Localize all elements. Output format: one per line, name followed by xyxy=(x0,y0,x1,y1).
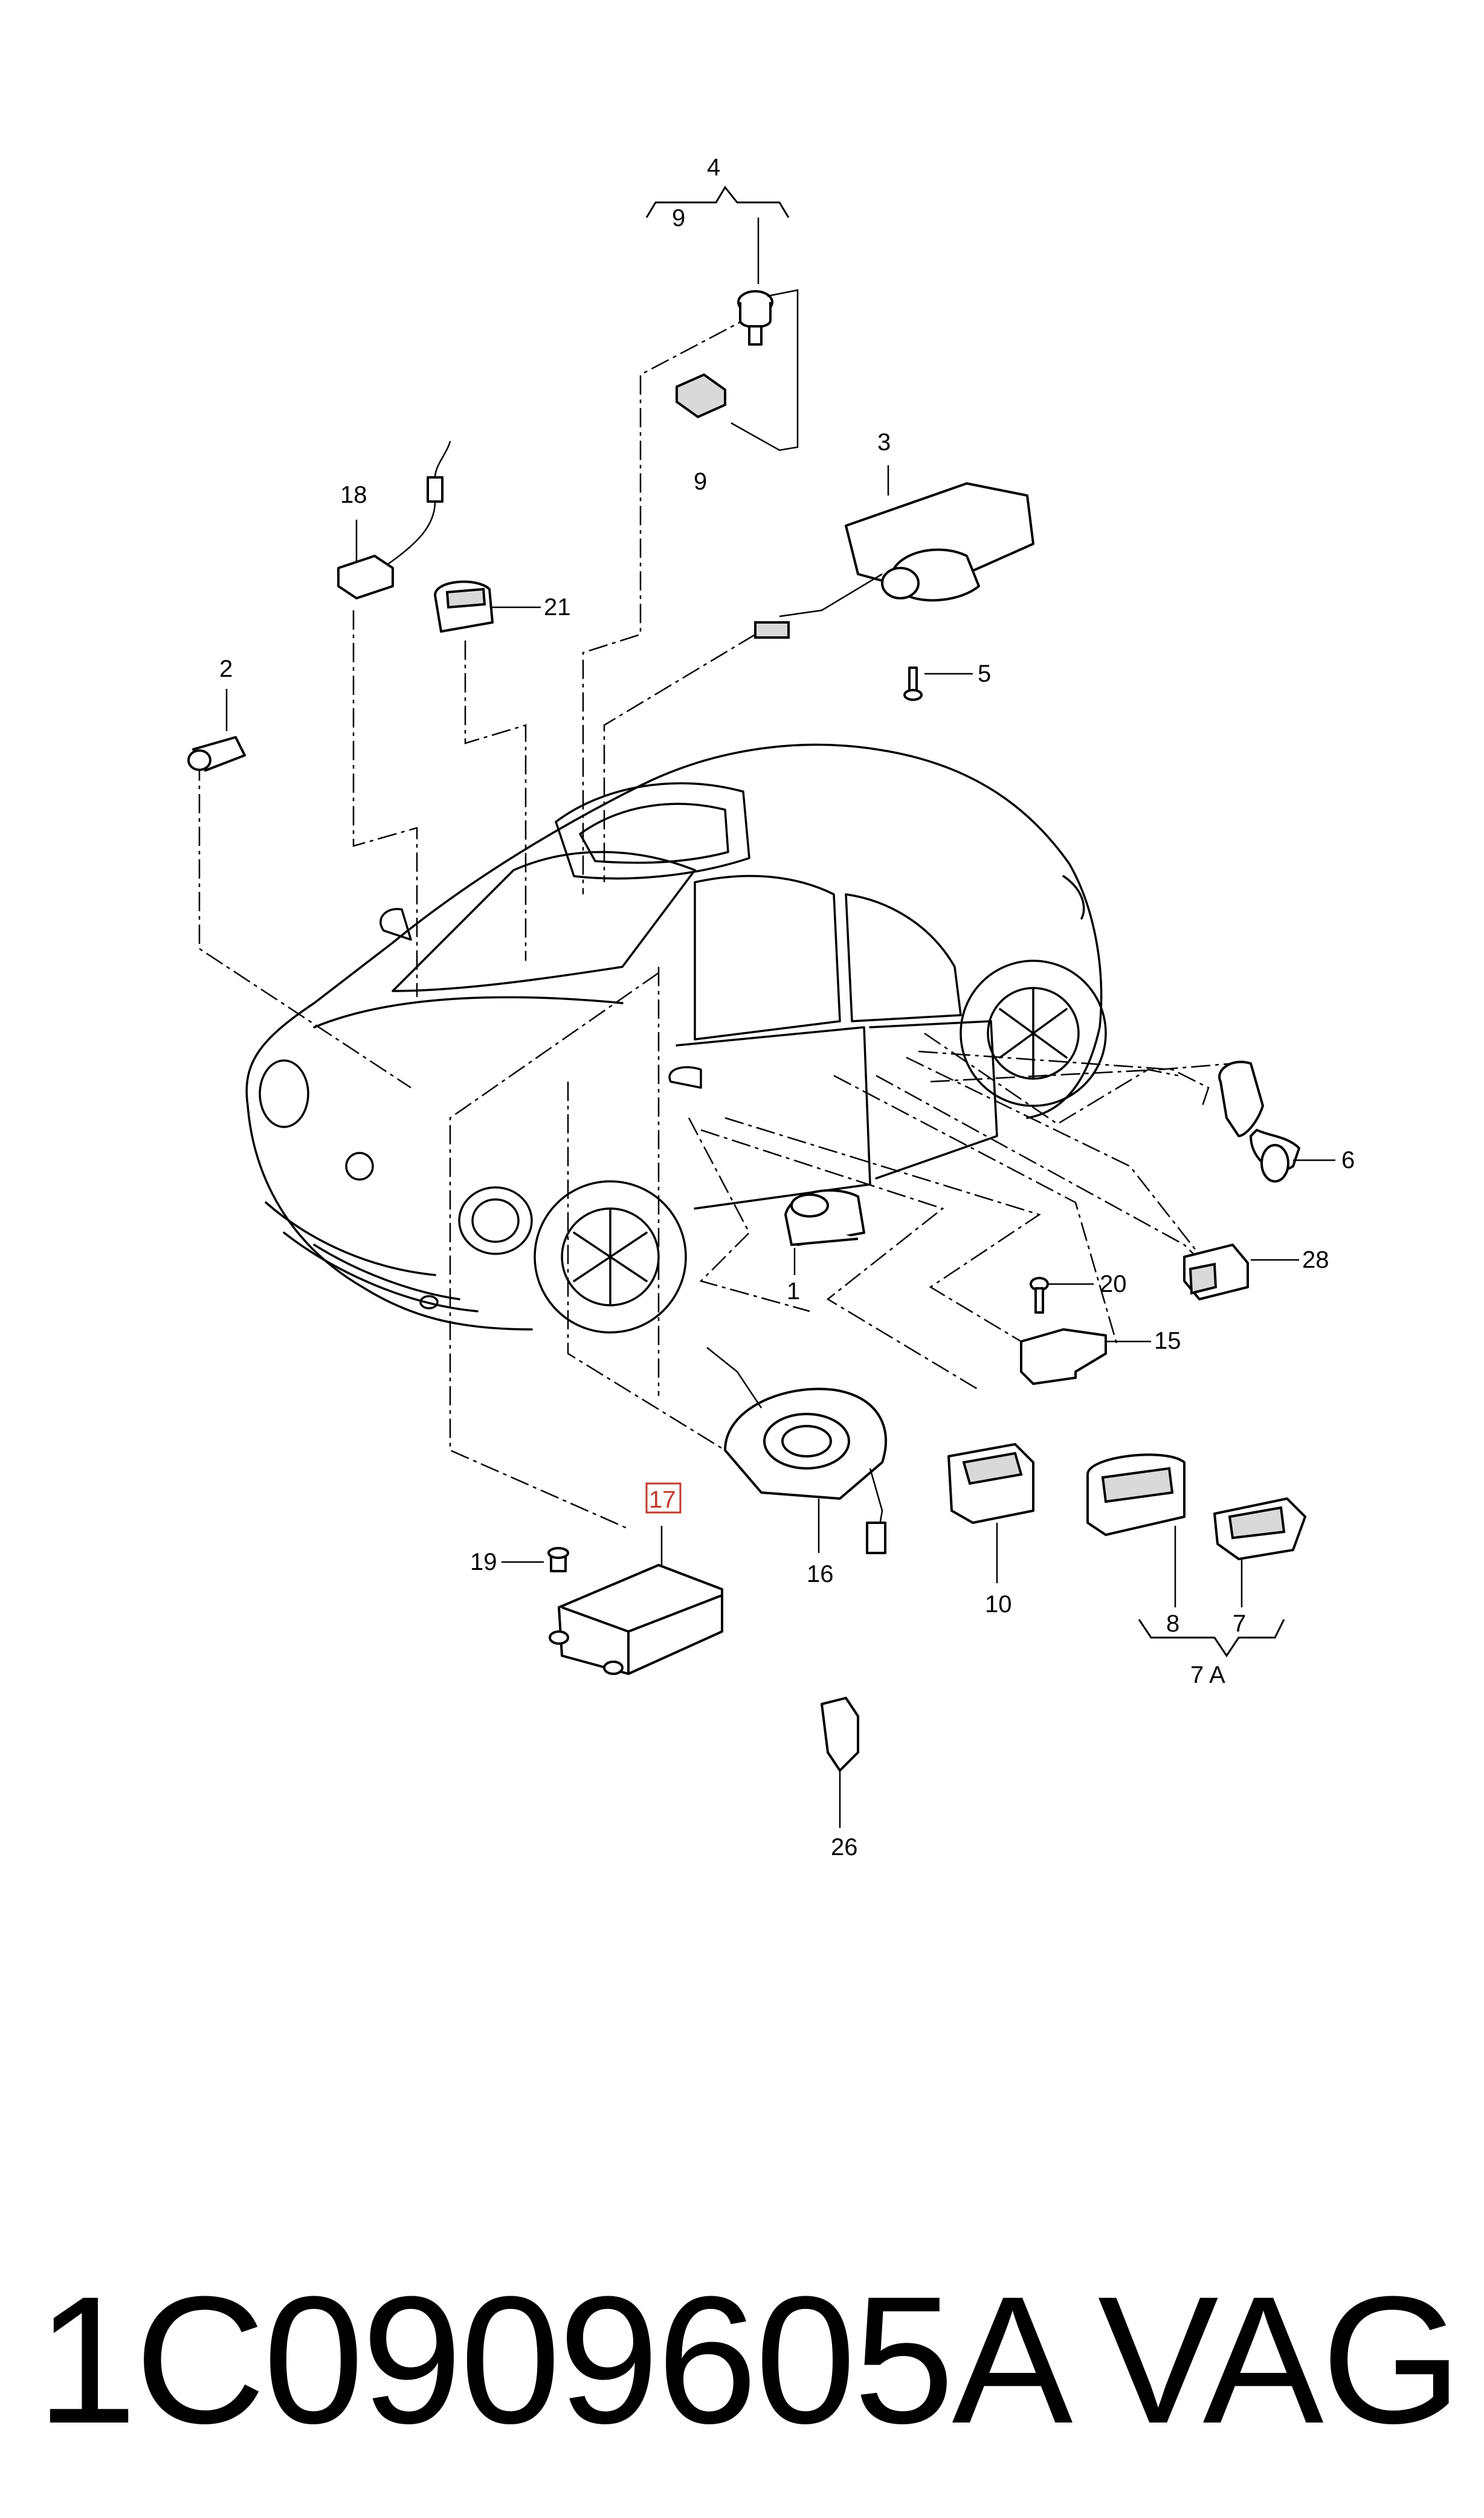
callout-26: 26 xyxy=(831,1834,858,1861)
bracket-4 xyxy=(645,186,790,218)
part-21-switch xyxy=(434,580,541,633)
callout-1: 1 xyxy=(787,1278,800,1305)
callout-15: 15 xyxy=(1154,1328,1181,1354)
part-5-screw xyxy=(903,667,973,701)
part-4-sensor xyxy=(731,218,799,451)
callout-28: 28 xyxy=(1302,1247,1329,1273)
callout-3: 3 xyxy=(877,429,891,456)
callout-21: 21 xyxy=(544,594,571,621)
part-19-nut xyxy=(502,1547,569,1572)
part-18-connector xyxy=(337,441,451,599)
callout-9-top: 9 xyxy=(672,205,685,231)
callout-9: 9 xyxy=(694,468,707,495)
bracket-7a xyxy=(1138,1619,1285,1658)
part-20-screw xyxy=(1030,1277,1094,1314)
callout-5: 5 xyxy=(978,660,991,687)
callout-7: 7 xyxy=(1233,1610,1246,1637)
callout-20: 20 xyxy=(1100,1271,1127,1297)
callout-10: 10 xyxy=(985,1591,1012,1618)
part-16-clockspring xyxy=(706,1347,888,1554)
highlight-box-17 xyxy=(645,1482,682,1514)
part-3-motor xyxy=(754,465,1034,639)
part-7-switch xyxy=(1213,1497,1306,1607)
part-15-bracket xyxy=(1020,1328,1151,1385)
part-8-switch xyxy=(1086,1453,1186,1607)
part-10-switch xyxy=(947,1443,1034,1583)
caption-row: 1C0909605A VAG xyxy=(36,2258,1462,2461)
callout-4: 4 xyxy=(707,154,720,181)
callout-18: 18 xyxy=(340,482,367,508)
part-9-pad xyxy=(676,373,726,419)
callout-7a: 7 A xyxy=(1190,1662,1225,1688)
part-26-clip xyxy=(821,1697,859,1828)
callout-6: 6 xyxy=(1341,1147,1355,1173)
callout-17: 17 xyxy=(649,1487,676,1513)
part-1-switch xyxy=(784,1189,865,1275)
part-28-socket xyxy=(1183,1244,1299,1300)
callout-labels: 4 9 9 3 18 21 5 2 6 28 20 15 1 17 19 16 … xyxy=(219,154,1355,1861)
callout-8: 8 xyxy=(1166,1610,1179,1637)
callout-2: 2 xyxy=(219,656,233,682)
brand: VAG xyxy=(1097,2258,1462,2461)
part-2-socket xyxy=(187,689,246,772)
callout-19: 19 xyxy=(470,1549,497,1575)
part-number: 1C0909605A xyxy=(36,2258,1073,2461)
part-6-fitting xyxy=(1218,1060,1335,1183)
part-17-control-unit xyxy=(549,1526,723,1675)
leader-lines xyxy=(198,313,1233,1530)
car-illustration xyxy=(245,743,1107,1334)
callout-16: 16 xyxy=(807,1561,834,1587)
